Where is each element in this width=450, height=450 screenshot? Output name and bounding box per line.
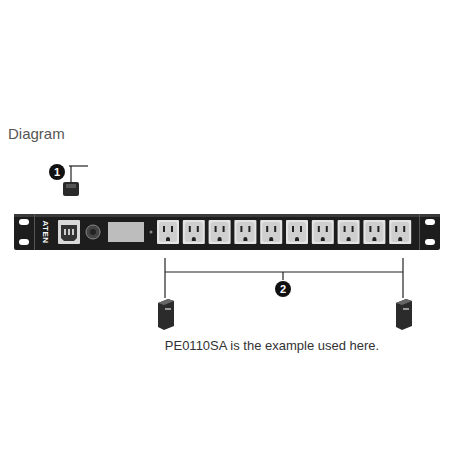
outlet-part	[363, 220, 385, 244]
outlet-bracket	[165, 258, 403, 298]
outlet-part	[312, 220, 334, 244]
outlet-part	[365, 222, 383, 242]
callout-number: 2	[275, 281, 291, 297]
outlet-part	[243, 237, 247, 241]
outlet-part	[344, 226, 346, 232]
outlet-part	[391, 222, 409, 242]
power-inlet	[58, 220, 80, 244]
diagram-title: Diagram	[8, 125, 65, 142]
pdu-bar	[14, 214, 440, 250]
outlet-part	[189, 226, 191, 232]
outlet-part	[347, 237, 351, 241]
outlet-part	[340, 222, 358, 242]
outlet-part	[171, 226, 173, 232]
outlet-part	[395, 226, 397, 232]
outlet-part	[215, 226, 217, 232]
outlet-part	[377, 226, 379, 232]
callout-number: 1	[49, 164, 65, 180]
outlet-part	[398, 237, 402, 241]
outlet-part	[209, 220, 231, 244]
outlet-row	[157, 220, 411, 244]
outlet-part	[389, 220, 411, 244]
power-cord	[63, 166, 88, 196]
outlet-part	[185, 222, 203, 242]
caption: PE0110SA is the example used here.	[165, 338, 379, 353]
brand-logo: ATEN	[40, 220, 50, 243]
outlet-part	[269, 237, 273, 241]
outlet-part	[163, 226, 165, 232]
outlet-part	[260, 220, 282, 244]
outlet-part	[183, 220, 205, 244]
outlet-part	[292, 226, 294, 232]
outlet-part	[166, 237, 170, 241]
outlet-part	[157, 220, 179, 244]
computer-tower	[158, 299, 174, 330]
outlet-part	[266, 226, 268, 232]
outlet-part	[295, 237, 299, 241]
outlet-part	[248, 226, 250, 232]
outlet-part	[326, 226, 328, 232]
indicator-led	[150, 231, 153, 234]
outlet-part	[262, 222, 280, 242]
outlet-part	[197, 226, 199, 232]
computer-tower	[396, 299, 412, 330]
outlet-part	[372, 237, 376, 241]
outlet-part	[234, 220, 256, 244]
outlet-part	[369, 226, 371, 232]
display-panel	[108, 222, 144, 242]
power-switch	[86, 225, 100, 239]
outlet-part	[321, 237, 325, 241]
outlet-part	[286, 220, 308, 244]
outlet-part	[314, 222, 332, 242]
outlet-part	[318, 226, 320, 232]
outlet-part	[288, 222, 306, 242]
outlet-part	[300, 226, 302, 232]
outlet-part	[211, 222, 229, 242]
outlet-part	[218, 237, 222, 241]
outlet-part	[223, 226, 225, 232]
outlet-part	[338, 220, 360, 244]
outlet-part	[236, 222, 254, 242]
outlet-part	[240, 226, 242, 232]
outlet-part	[352, 226, 354, 232]
outlet-part	[274, 226, 276, 232]
outlet-part	[159, 222, 177, 242]
outlet-part	[403, 226, 405, 232]
outlet-part	[192, 237, 196, 241]
